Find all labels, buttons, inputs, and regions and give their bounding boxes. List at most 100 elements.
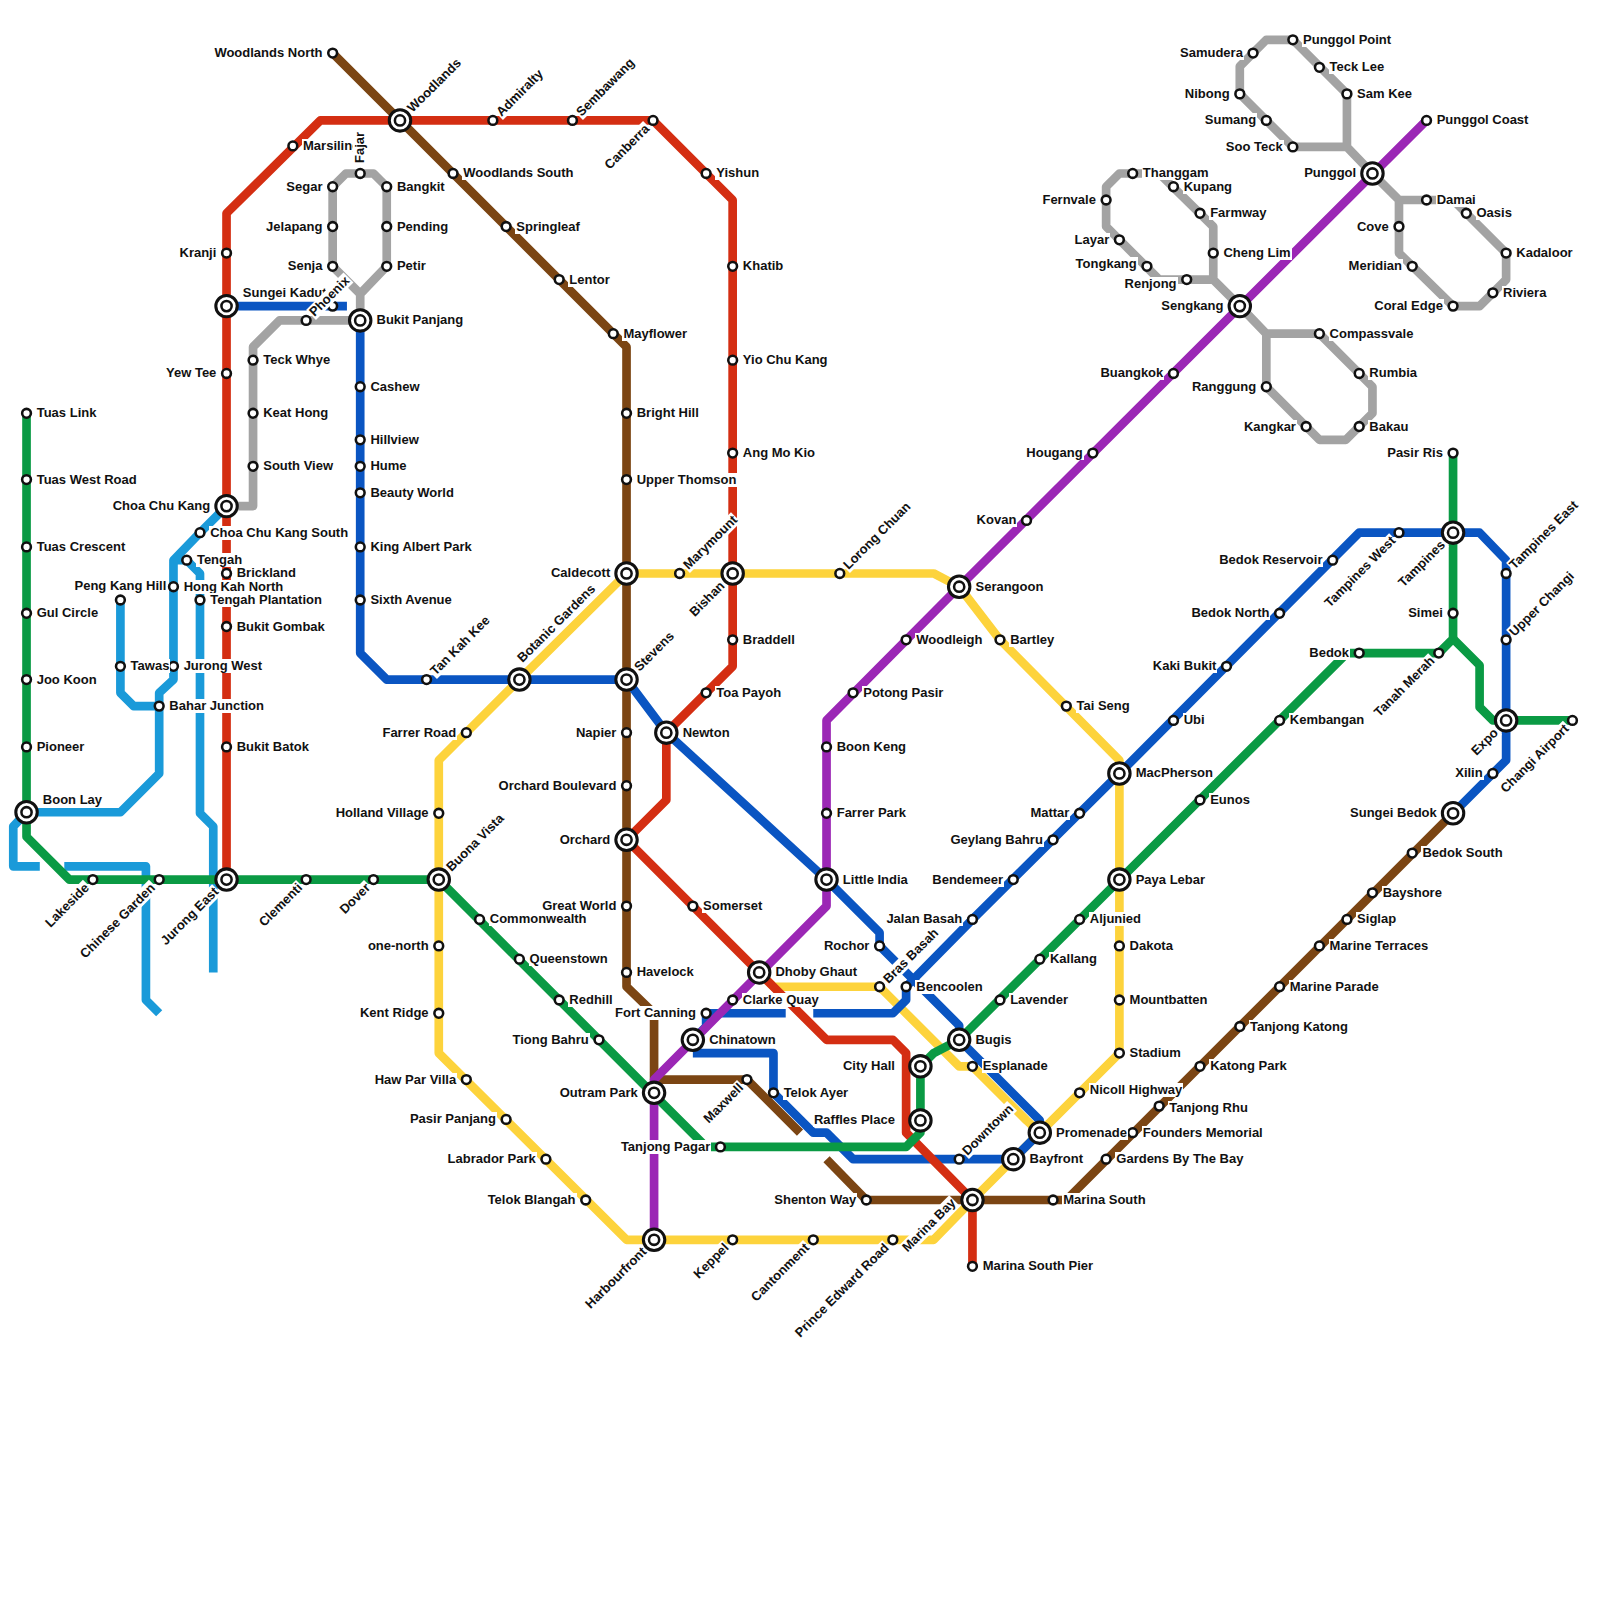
- station-label: Simei: [1407, 606, 1444, 620]
- station-core: [1035, 1128, 1045, 1138]
- station-label: Little India: [842, 873, 909, 887]
- station-label: Changi Airport: [1497, 721, 1572, 796]
- station-label: Sumang: [1204, 113, 1257, 127]
- station-label: Boon Keng: [836, 740, 907, 754]
- station-ring: [910, 1056, 931, 1077]
- station-ring: [1115, 996, 1124, 1005]
- station-label: Marine Terraces: [1329, 939, 1430, 953]
- station-ring: [1434, 649, 1443, 658]
- station-dot: [1328, 556, 1337, 565]
- station-core: [649, 1235, 659, 1245]
- station-core: [1008, 1154, 1018, 1164]
- station-ring: [328, 182, 337, 191]
- station-dot: [1128, 1128, 1137, 1137]
- station-dot: [1368, 888, 1377, 897]
- interchange-dot: [216, 495, 237, 516]
- station-label: Beauty World: [369, 486, 455, 500]
- station-label: Tongkang: [1075, 257, 1138, 271]
- station-ring: [1182, 275, 1191, 284]
- station-ring: [1109, 763, 1130, 784]
- station-dot: [875, 942, 884, 951]
- station-dot: [382, 182, 391, 191]
- station-label: Samudera: [1179, 46, 1244, 60]
- station-dot: [182, 556, 191, 565]
- station-ring: [542, 1155, 551, 1164]
- station-dot: [1315, 63, 1324, 72]
- station-ring: [649, 116, 658, 125]
- station-label: Cantonment: [748, 1240, 813, 1305]
- station-dot: [1449, 302, 1458, 311]
- station-ring: [622, 968, 631, 977]
- station-dot: [728, 262, 737, 271]
- interchange-dot: [1029, 1122, 1050, 1143]
- station-dot: [622, 781, 631, 790]
- interchange-dot: [1003, 1148, 1024, 1169]
- station-dot: [356, 596, 365, 605]
- station-label: Kovan: [976, 513, 1018, 527]
- station-dot: [568, 116, 577, 125]
- station-label: Telok Ayer: [783, 1086, 850, 1100]
- station-label: Tampines East: [1506, 498, 1582, 574]
- station-label: Tampines West: [1321, 533, 1399, 611]
- station-ring: [702, 688, 711, 697]
- station-ring: [1288, 143, 1297, 152]
- station-label: Siglap: [1356, 912, 1397, 926]
- station-dot: [1488, 769, 1497, 778]
- station-ring: [1235, 1022, 1244, 1031]
- station-ring: [555, 275, 564, 284]
- station-ring: [116, 662, 125, 671]
- station-dot: [475, 915, 484, 924]
- station-dot: [769, 1088, 778, 1097]
- station-label: Kaki Bukit: [1152, 659, 1218, 673]
- station-dot: [1275, 609, 1284, 618]
- station-label: Sungei Bedok: [1349, 806, 1438, 820]
- station-label: Peng Kang Hill: [74, 579, 168, 593]
- station-dot: [649, 116, 658, 125]
- station-label: Newton: [682, 726, 731, 740]
- station-ring: [1502, 635, 1511, 644]
- station-dot: [622, 728, 631, 737]
- station-label: Tampines: [1395, 537, 1449, 591]
- station-ring: [288, 142, 297, 151]
- station-dot: [1502, 569, 1511, 578]
- station-label: Pasir Ris: [1386, 446, 1444, 460]
- station-ring: [888, 1235, 897, 1244]
- station-dot: [809, 1235, 818, 1244]
- station-label: Bugis: [974, 1033, 1012, 1047]
- station-ring: [1049, 1196, 1058, 1205]
- station-label: Rumbia: [1368, 366, 1418, 380]
- station-label: Compassvale: [1329, 327, 1415, 341]
- station-ring: [1355, 649, 1364, 658]
- interchange-dot: [962, 1189, 983, 1210]
- station-ring: [434, 809, 443, 818]
- station-ring: [356, 169, 365, 178]
- station-ring: [1422, 116, 1431, 125]
- station-core: [754, 967, 764, 977]
- station-label: Hong Kah North: [183, 580, 285, 594]
- station-label: Botanic Gardens: [514, 581, 599, 666]
- station-ring: [835, 569, 844, 578]
- station-dot: [169, 662, 178, 671]
- station-label: Bakau: [1368, 420, 1409, 434]
- station-label: Bukit Gombak: [236, 620, 326, 634]
- station-dot: [1075, 915, 1084, 924]
- station-dot: [1343, 915, 1352, 924]
- station-ring: [434, 1009, 443, 1018]
- station-core: [355, 315, 365, 325]
- station-label: Ranggung: [1191, 380, 1257, 394]
- station-label: Hillview: [369, 433, 419, 447]
- station-core: [661, 728, 671, 738]
- station-ring: [302, 316, 311, 325]
- station-label: Buona Vista: [443, 811, 507, 875]
- station-dot: [1115, 996, 1124, 1005]
- station-label: Boon Lay: [42, 793, 103, 807]
- station-ring: [196, 596, 205, 605]
- station-dot: [302, 875, 311, 884]
- station-label: Dhoby Ghaut: [774, 965, 858, 979]
- interchange-dot: [643, 1229, 664, 1250]
- station-core: [221, 301, 231, 311]
- station-ring: [249, 462, 258, 471]
- station-dot: [1088, 449, 1097, 458]
- station-label: Xilin: [1454, 766, 1483, 780]
- station-label: Meridian: [1348, 259, 1403, 273]
